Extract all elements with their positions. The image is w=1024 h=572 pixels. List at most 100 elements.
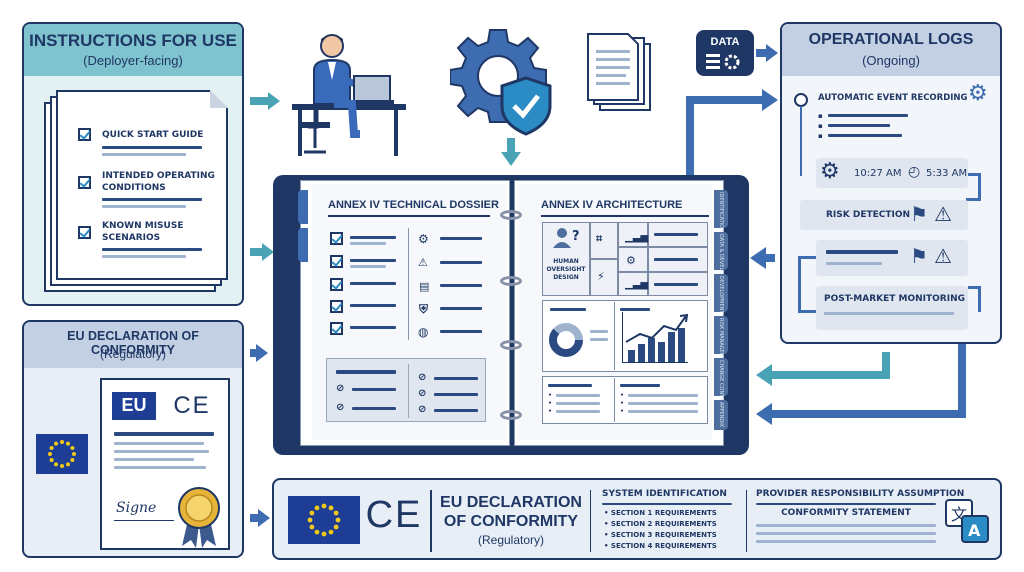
binder-tab[interactable]: DATA & DEVELOPMENT <box>714 232 728 291</box>
bolt-icon: ⚡ <box>597 270 605 283</box>
binder-tab[interactable]: APPENDIX <box>714 400 728 430</box>
data-database-icon <box>696 30 754 76</box>
technical-dossier-title: ANNEX IV TECHNICAL DOSSIER <box>328 199 499 211</box>
text-line <box>352 407 396 410</box>
provider-responsibility-label: PROVIDER RESPONSIBILITY ASSUMPTION <box>756 489 965 499</box>
text-line <box>114 442 204 445</box>
architecture-cell <box>618 272 648 296</box>
human-oversight-label: HUMAN OVERSIGHT DESIGN <box>546 258 586 281</box>
divider <box>746 490 747 552</box>
binder-tab-label: APPENDIX <box>718 402 724 428</box>
donut-chart-icon <box>548 322 584 362</box>
time-row <box>816 158 968 188</box>
bullet: • <box>604 542 611 550</box>
timeline-line <box>800 106 802 176</box>
text-line <box>548 384 592 387</box>
signature-line <box>114 520 174 521</box>
binder-tab[interactable]: RISK MANAGEMENT <box>714 316 728 367</box>
text-line <box>628 410 698 413</box>
arrow <box>507 138 515 152</box>
text-line <box>620 384 660 387</box>
binder-ring <box>500 410 522 420</box>
declaration-header <box>24 322 242 368</box>
arrow <box>262 243 274 261</box>
binder-tab-label: DEVELOPMENT <box>718 276 724 314</box>
divider <box>430 490 432 552</box>
growth-chart-icon <box>620 312 690 368</box>
binder-tab-left[interactable] <box>298 228 308 262</box>
column-divider <box>408 228 409 340</box>
text-line <box>550 308 586 311</box>
text-line <box>590 338 608 341</box>
text-line <box>590 330 608 333</box>
checkbox-icon <box>330 255 343 268</box>
arrow <box>258 509 270 527</box>
text-line <box>756 540 936 543</box>
bullet: • <box>604 531 611 539</box>
operational-logs-panel: OPERATIONAL LOGS (Ongoing) AUTOMATIC EVE… <box>780 22 1002 344</box>
certificate-document: EU CE Signe <box>100 378 230 550</box>
arrow <box>966 198 981 201</box>
text-line <box>654 258 698 261</box>
check-circle-icon: ⊘ <box>418 388 427 399</box>
instructions-subtitle: (Deployer-facing) <box>83 53 183 68</box>
architecture-cell <box>618 247 648 272</box>
checkbox-icon <box>330 278 343 291</box>
text-line <box>620 308 650 311</box>
checkbox-icon <box>330 300 343 313</box>
text-line <box>102 153 186 156</box>
risk-detection-label: RISK DETECTION <box>826 210 911 220</box>
arrow <box>798 256 801 312</box>
bullet: • <box>604 520 611 528</box>
binder-ring <box>500 340 522 350</box>
arrow <box>968 173 980 176</box>
text-line <box>102 146 202 149</box>
instructions-item: INTENDED OPERATING CONDITIONS <box>102 171 215 193</box>
title-underline <box>541 215 709 217</box>
arrow <box>250 248 264 256</box>
bullet-list: ▪▪▪ <box>818 112 823 140</box>
flag-icon: ⚑ <box>910 202 928 226</box>
text-line <box>756 503 936 505</box>
requirement-label: SECTION 2 REQUIREMENTS <box>610 520 717 528</box>
text-line <box>434 393 478 396</box>
arrow <box>250 514 258 522</box>
arrow <box>268 92 280 110</box>
person-question-icon: ? <box>552 226 582 254</box>
requirement-item: • SECTION 4 REQUIREMENTS <box>604 542 717 550</box>
gear-icon: ⚙ <box>968 81 988 106</box>
warning-icon: ⚠ <box>418 256 428 269</box>
text-line <box>352 388 396 391</box>
text-line <box>114 432 214 436</box>
conformity-statement-label: CONFORMITY STATEMENT <box>781 508 911 518</box>
text-line <box>350 265 386 268</box>
post-market-row <box>816 286 968 330</box>
requirement-item: • SECTION 1 REQUIREMENTS <box>604 509 717 517</box>
text-line <box>824 312 954 315</box>
bullet-list: ••• <box>548 392 552 415</box>
text-line <box>114 466 206 469</box>
declaration-panel: EU DECLARATION OF CONFORMITY (Regulatory… <box>22 320 244 558</box>
binder-tab[interactable]: DEVELOPMENT <box>714 274 728 314</box>
arrow <box>256 344 268 362</box>
bottom-subtitle: (Regulatory) <box>477 533 545 547</box>
arrow <box>968 286 980 289</box>
flag-icon: ⚑ <box>910 244 928 268</box>
requirement-item: • SECTION 2 REQUIREMENTS <box>604 520 717 528</box>
text-line <box>336 370 396 374</box>
signature: Signe <box>116 500 157 516</box>
text-line <box>440 307 482 310</box>
binder-tab-left[interactable] <box>298 190 308 224</box>
binder-tab[interactable]: IDENTIFICATION <box>714 190 728 232</box>
list-divider <box>614 378 615 422</box>
document-icon: ▤ <box>419 280 430 293</box>
binder-tab[interactable]: CHANGE CONTROL <box>714 358 728 407</box>
time-end: 5:33 AM <box>926 168 968 179</box>
text-line <box>102 198 202 201</box>
document-page: QUICK START GUIDE INTENDED OPERATING CON… <box>56 90 228 280</box>
checkbox-icon <box>78 226 91 239</box>
text-line <box>114 458 194 461</box>
connector-arrows <box>686 89 966 425</box>
architecture-title: ANNEX IV ARCHITECTURE <box>541 199 683 211</box>
text-line <box>828 134 902 137</box>
